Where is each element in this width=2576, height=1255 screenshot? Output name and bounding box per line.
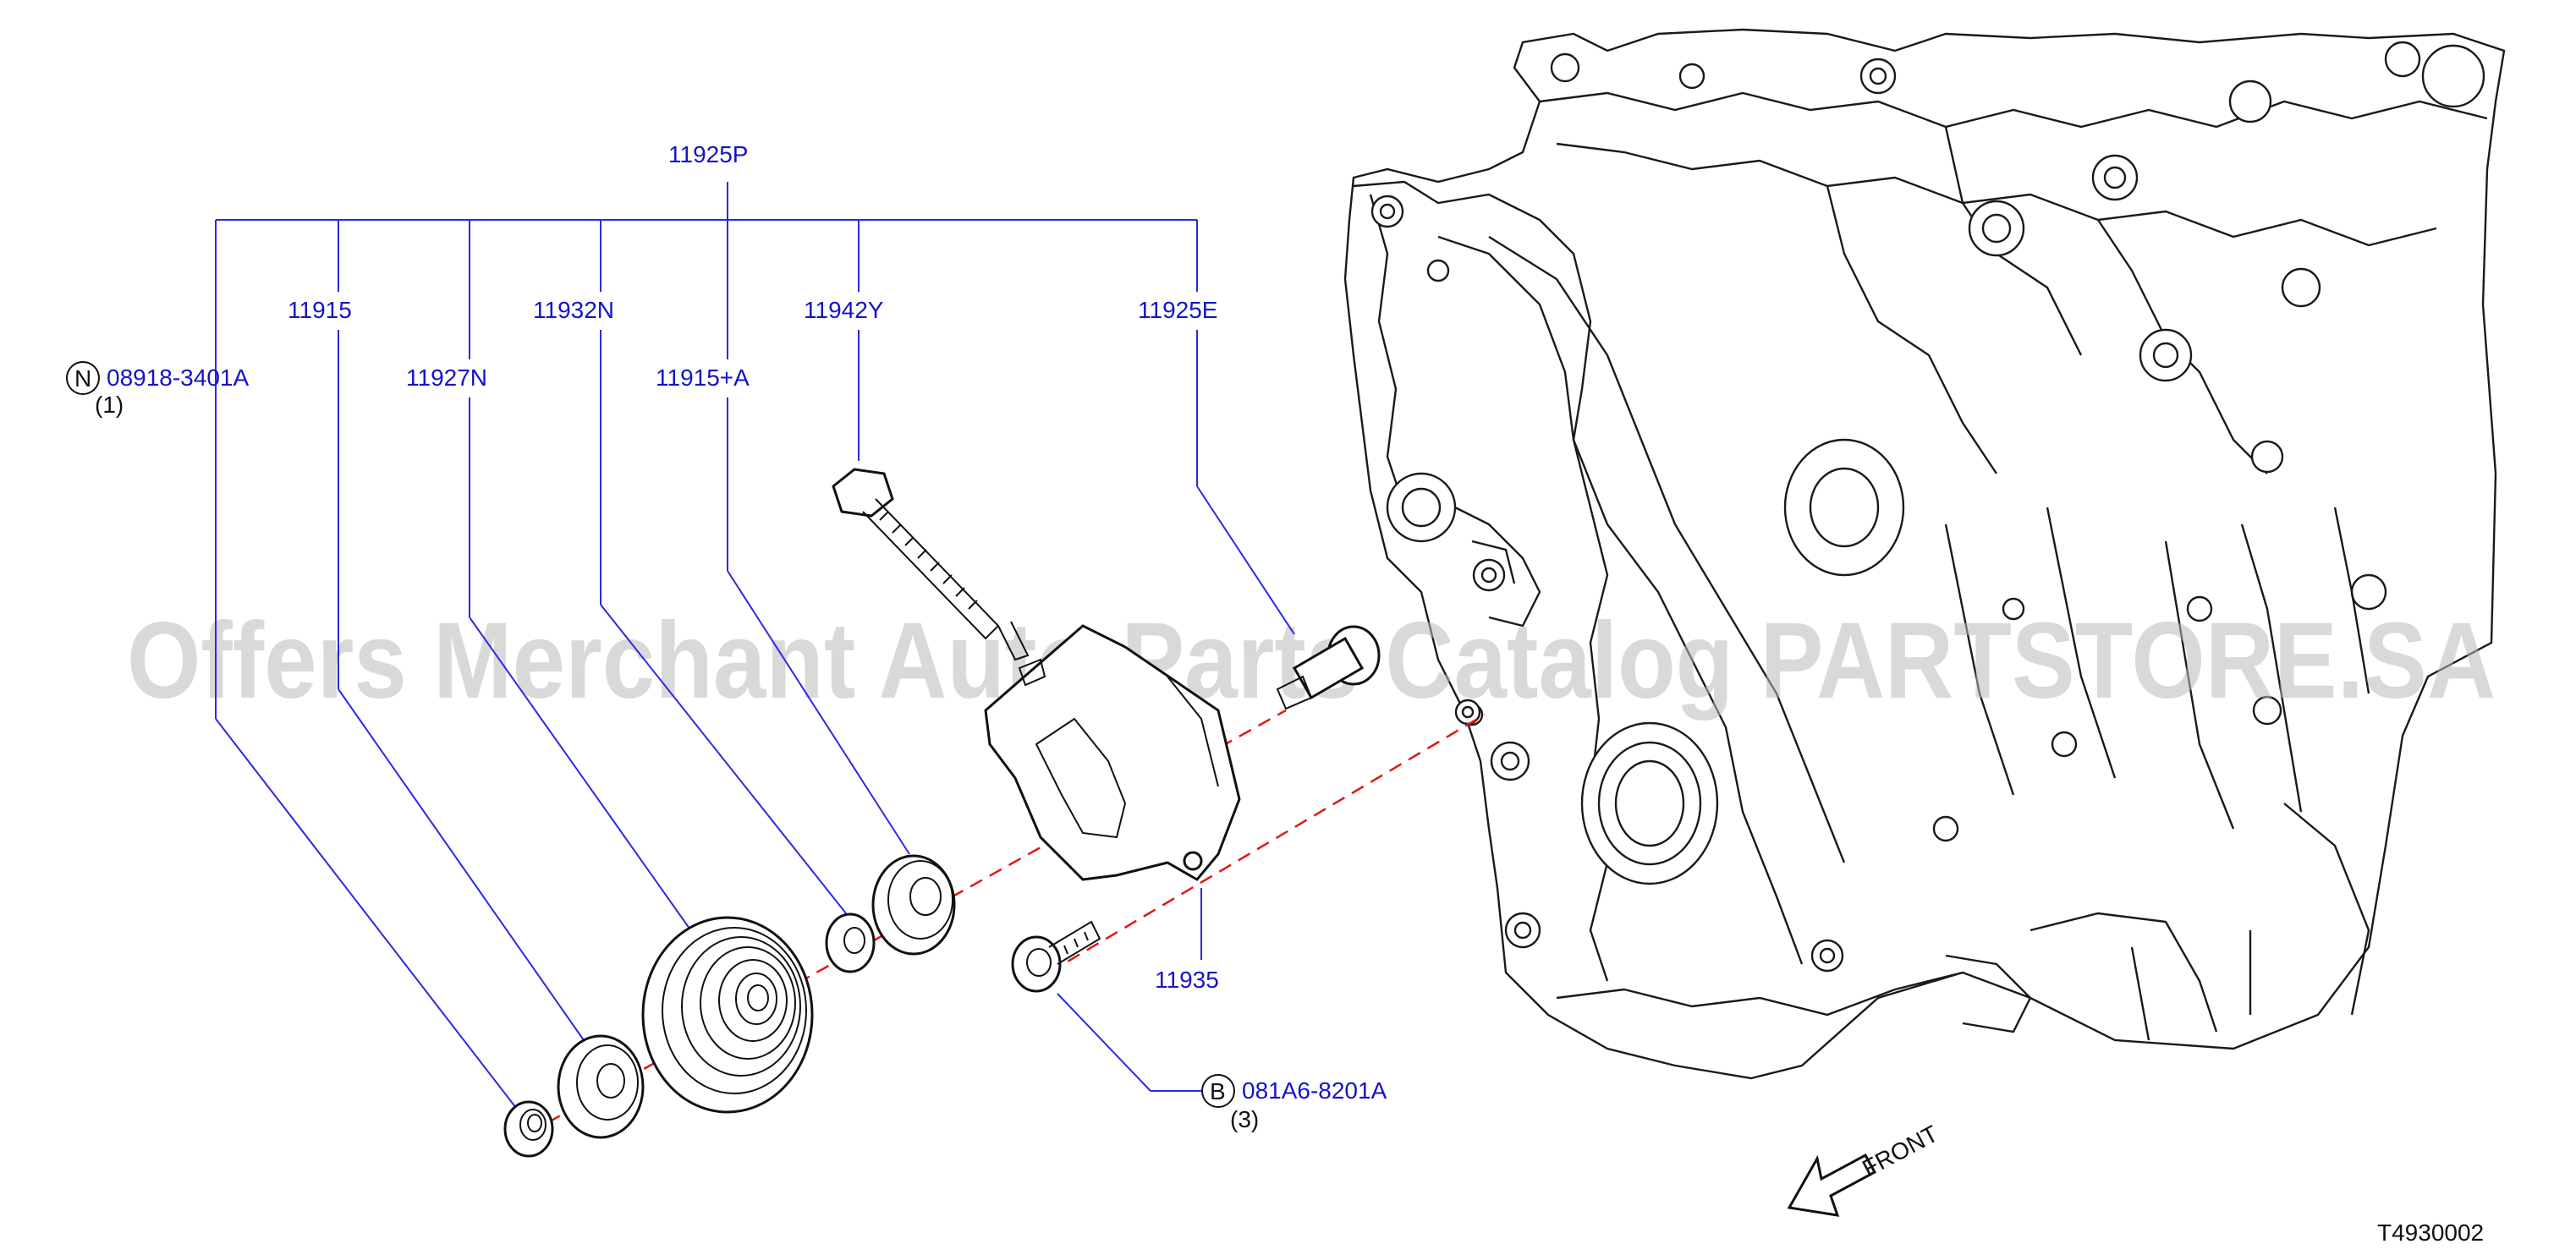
large-washer-part	[871, 854, 956, 956]
long-bolt-part	[832, 468, 1030, 661]
nut-part	[503, 1100, 554, 1158]
bolt-quantity: (3)	[1230, 1106, 1259, 1132]
symbol-n-circle	[66, 361, 100, 395]
idler-pulley-part	[641, 916, 814, 1114]
callout-11925E[interactable]: 11925E	[1138, 297, 1217, 323]
symbol-n-letter: N	[74, 365, 91, 392]
washer-part	[557, 1034, 645, 1139]
callout-11915[interactable]: 11915	[288, 297, 352, 323]
callout-11935[interactable]: 11935	[1155, 967, 1219, 993]
engine-block-illustration	[1343, 28, 2506, 1080]
figure-code: T4930002	[2377, 1219, 2484, 1246]
callout-11915A[interactable]: 11915+A	[656, 364, 750, 391]
callout-bolt[interactable]: B 081A6-8201A (3)	[1201, 1074, 1387, 1132]
bolt-part-code[interactable]: 081A6-8201A	[1242, 1077, 1387, 1104]
callout-nut[interactable]: N 08918-3401A (1)	[66, 361, 249, 418]
nut-quantity: (1)	[95, 392, 124, 418]
callout-11932N[interactable]: 11932N	[533, 297, 614, 323]
callout-group-11925P[interactable]: 11925P	[668, 141, 748, 167]
front-label: FRONT	[1858, 1121, 1942, 1182]
callout-11942Y[interactable]: 11942Y	[804, 297, 884, 323]
stud-part	[1276, 625, 1381, 710]
leader-lines	[215, 182, 1295, 1109]
callout-11927N[interactable]: 11927N	[406, 364, 487, 391]
symbol-b-circle	[1201, 1074, 1235, 1108]
flange-bolt-part	[1011, 920, 1101, 993]
front-direction-indicator: FRONT	[1787, 1121, 1942, 1217]
spacer-part	[825, 912, 876, 973]
bracket-part	[984, 624, 1241, 881]
front-arrow-icon	[1787, 1153, 1877, 1217]
nut-part-code[interactable]: 08918-3401A	[107, 364, 249, 391]
symbol-b-letter: B	[1210, 1078, 1226, 1104]
